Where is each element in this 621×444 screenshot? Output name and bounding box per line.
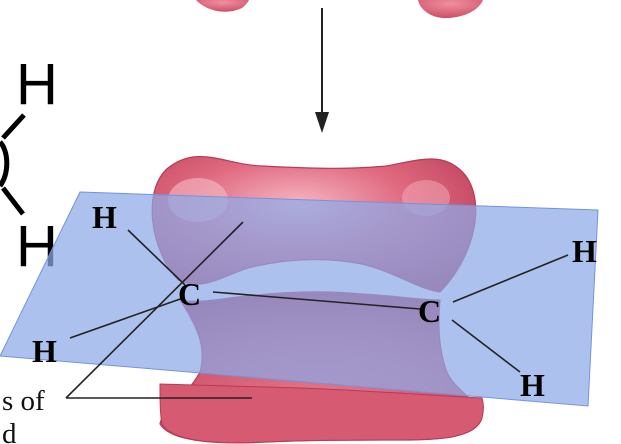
caption-line-1: s of xyxy=(2,385,45,417)
caption-line-2: d xyxy=(2,418,17,444)
top-p-orbital-fragments xyxy=(196,0,483,18)
left-c-fragment xyxy=(0,142,7,186)
caption-fragment: s of d xyxy=(2,385,45,444)
atom-c-right: C xyxy=(418,293,441,329)
atom-c-left: C xyxy=(178,276,201,312)
top-right-orbital-fragment xyxy=(418,0,483,18)
atom-h-bottom-left: H xyxy=(32,333,57,369)
atom-h-top-right: H xyxy=(572,233,597,269)
left-h-top: H xyxy=(16,52,58,117)
atom-h-top-left: H xyxy=(92,199,117,235)
down-arrow-icon xyxy=(315,8,329,133)
atom-h-bottom-right: H xyxy=(520,367,545,403)
top-left-orbital-fragment xyxy=(196,0,249,12)
left-partial-structure: H H xyxy=(0,52,58,279)
